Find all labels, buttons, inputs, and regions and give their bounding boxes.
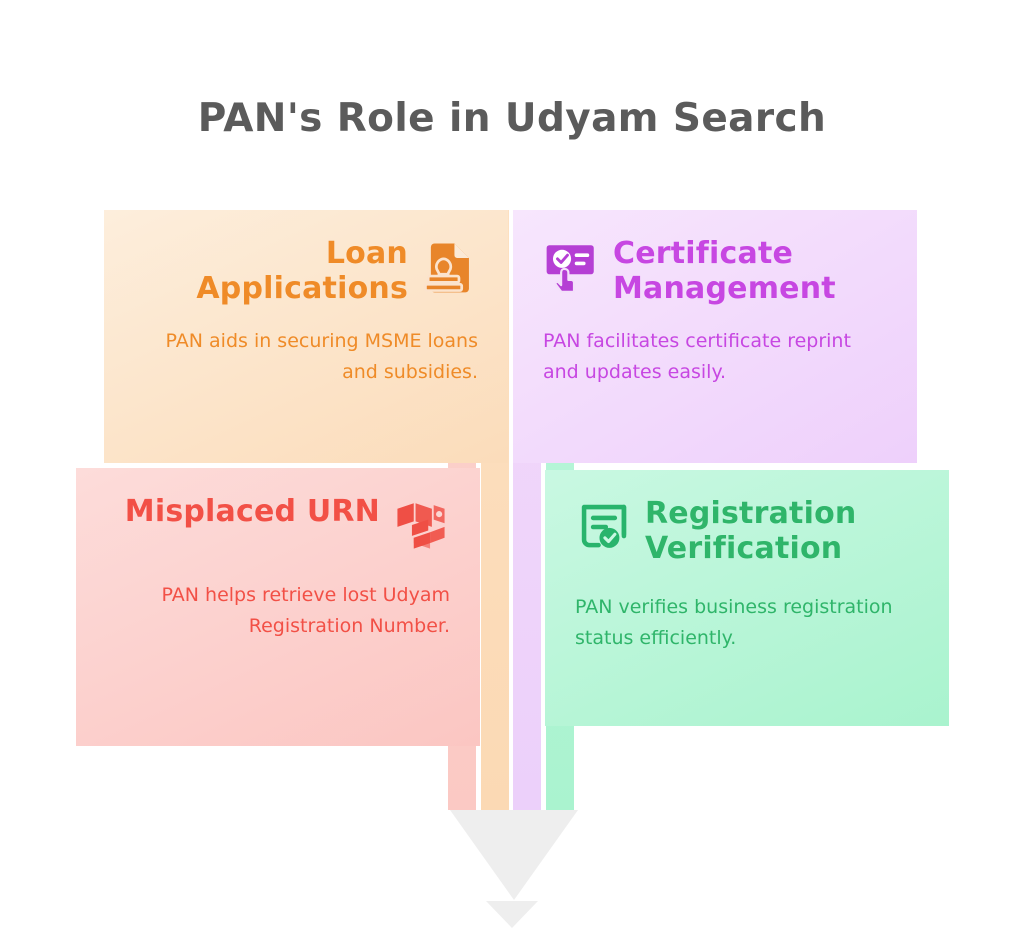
funnel-small-triangle [486, 901, 538, 928]
card-header-loan-applications: Loan Applications [134, 236, 478, 306]
card-body-loan-applications: PAN aids in securing MSME loans and subs… [165, 330, 478, 383]
card-header-misplaced-urn: Misplaced URN [106, 494, 450, 554]
card-body-registration-verification: PAN verifies business registration statu… [575, 596, 893, 649]
card-certificate-management: Certificate Management PAN facilitates c… [513, 210, 917, 463]
card-header-certificate-management: Certificate Management [543, 236, 887, 306]
funnel-large-triangle [450, 810, 578, 900]
folded-documents-icon [392, 496, 450, 554]
card-body-misplaced-urn: PAN helps retrieve lost Udyam Registrati… [161, 584, 450, 637]
page-title: PAN's Role in Udyam Search [197, 96, 827, 141]
certificate-card-cursor-icon [543, 238, 601, 296]
card-heading-loan-applications: Loan Applications [196, 236, 408, 307]
card-registration-verification: Registration Verification PAN verifies b… [539, 464, 955, 732]
card-heading-misplaced-urn: Misplaced URN [124, 494, 380, 529]
card-body-certificate-management: PAN facilitates certificate reprint and … [543, 330, 851, 383]
document-stamp-icon [420, 238, 478, 296]
card-heading-registration-verification: Registration Verification [645, 496, 857, 567]
verified-certificate-icon [575, 498, 633, 556]
card-misplaced-urn: Misplaced URN [70, 462, 486, 752]
card-loan-applications: Loan Applications PAN aids in securing M… [104, 210, 508, 463]
card-header-registration-verification: Registration Verification [575, 496, 919, 566]
card-heading-certificate-management: Certificate Management [613, 236, 836, 307]
